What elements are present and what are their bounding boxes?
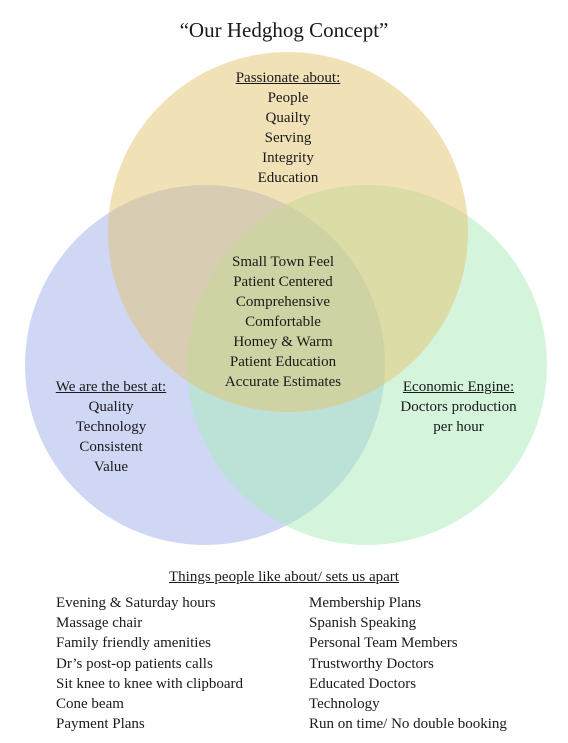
list-item: Technology	[309, 696, 380, 713]
best-at-item: Quality	[88, 399, 134, 415]
center-item: Patient Centered	[233, 274, 333, 290]
sets-us-apart-right-list: Membership Plans Spanish Speaking Person…	[309, 593, 507, 734]
passionate-about-circle	[108, 52, 468, 412]
best-at-heading: We are the best at:	[55, 379, 167, 395]
passionate-item: Education	[257, 170, 319, 186]
list-item: Evening & Saturday hours	[56, 595, 216, 611]
economic-engine-heading: Economic Engine:	[402, 379, 515, 395]
passionate-item: People	[267, 90, 309, 106]
center-item: Patient Education	[229, 354, 337, 370]
center-item: Comfortable	[245, 314, 321, 330]
economic-engine-block: Economic Engine: Doctors production per …	[376, 377, 541, 437]
best-at-item: Consistent	[79, 439, 143, 455]
list-item: Massage chair	[56, 615, 143, 632]
center-item: Accurate Estimates	[224, 374, 342, 390]
diagram-title: “Our Hedghog Concept”	[179, 18, 389, 42]
list-item: Spanish Speaking	[309, 615, 417, 632]
best-at-block: We are the best at: Quality Technology C…	[31, 377, 191, 477]
list-item: Family friendly amenities	[56, 635, 211, 652]
passionate-about-heading: Passionate about:	[235, 70, 341, 86]
passionate-item: Quailty	[265, 110, 311, 126]
center-item: Homey & Warm	[233, 334, 333, 350]
list-item: Sit knee to knee with clipboard	[56, 675, 244, 692]
list-item: Membership Plans	[309, 595, 422, 611]
list-item: Payment Plans	[56, 716, 145, 733]
list-item: Dr’s post-op patients calls	[56, 655, 213, 672]
sets-us-apart-heading: Things people like about/ sets us apart	[169, 569, 399, 585]
best-at-item: Technology	[75, 419, 147, 435]
list-item: Educated Doctors	[309, 675, 417, 692]
economic-engine-item: per hour	[433, 419, 484, 435]
list-item: Trustworthy Doctors	[309, 655, 434, 672]
center-intersection-block: Small Town Feel Patient Centered Compreh…	[183, 252, 383, 392]
passionate-item: Serving	[264, 130, 312, 146]
economic-engine-item: Doctors production	[400, 399, 517, 415]
center-item: Comprehensive	[235, 294, 331, 310]
passionate-item: Integrity	[262, 150, 314, 166]
best-at-item: Value	[93, 459, 129, 475]
center-item: Small Town Feel	[231, 254, 334, 270]
list-item: Cone beam	[56, 696, 124, 713]
list-item: Personal Team Members	[309, 635, 458, 652]
list-item: Run on time/ No double booking	[309, 716, 507, 733]
passionate-about-block: Passionate about: People Quailty Serving…	[188, 68, 388, 188]
sets-us-apart-left-list: Evening & Saturday hours Massage chair F…	[56, 593, 243, 734]
